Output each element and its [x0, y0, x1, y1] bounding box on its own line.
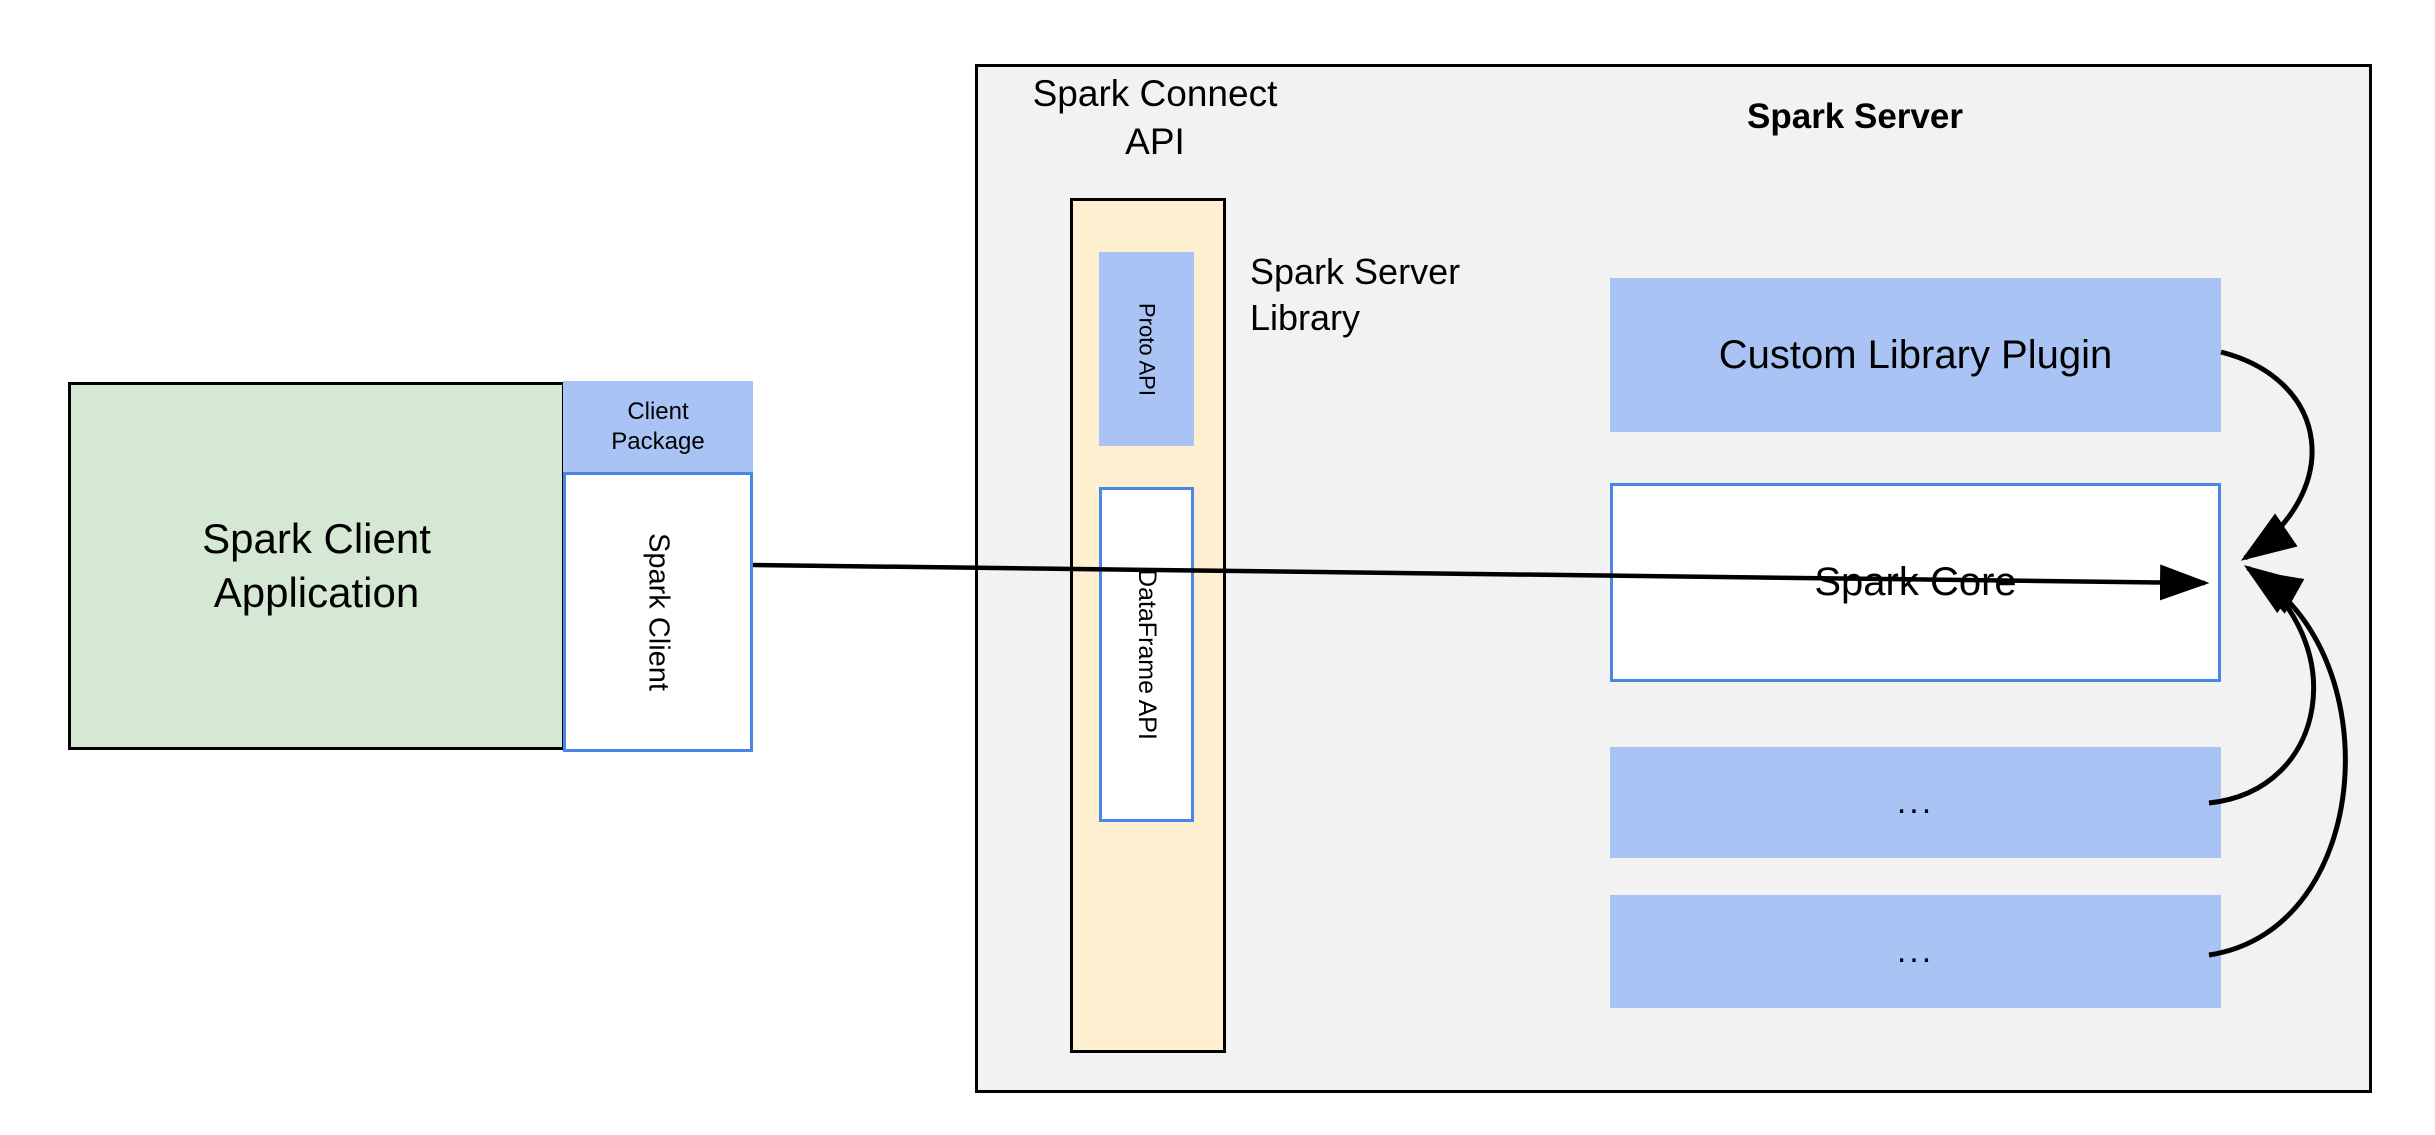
spark-server-title: Spark Server [1747, 97, 1963, 136]
dataframe-api-label: DataFrame API [1133, 569, 1161, 740]
spark-connect-api-label: Spark Connect API [1032, 73, 1278, 163]
proto-api-box[interactable]: Proto API [1099, 252, 1194, 446]
spark-client-application-label: Spark Client Application [202, 515, 431, 616]
spark-client-label: Spark Client [642, 533, 675, 691]
dataframe-api-box[interactable]: DataFrame API [1099, 487, 1194, 822]
server-component-ellipsis-label-2: ... [1896, 932, 1935, 970]
custom-library-plugin-box[interactable]: Custom Library Plugin [1610, 278, 2221, 432]
custom-library-plugin-label: Custom Library Plugin [1718, 332, 2113, 377]
server-component-ellipsis-label-1: ... [1896, 783, 1935, 821]
client-package-box[interactable]: Client Package [563, 381, 753, 472]
server-component-ellipsis-box-1[interactable]: ... [1610, 747, 2221, 858]
spark-client-application-box[interactable]: Spark Client Application [68, 382, 565, 750]
server-component-ellipsis-box-2[interactable]: ... [1610, 895, 2221, 1008]
spark-server-library-label: Spark Server Library [1250, 251, 1461, 338]
client-package-label: Client Package [611, 397, 705, 455]
spark-client-box[interactable]: Spark Client [563, 472, 753, 752]
spark-core-label: Spark Core [1814, 560, 2017, 604]
spark-core-box[interactable]: Spark Core [1610, 483, 2221, 682]
proto-api-label: Proto API [1134, 302, 1160, 396]
